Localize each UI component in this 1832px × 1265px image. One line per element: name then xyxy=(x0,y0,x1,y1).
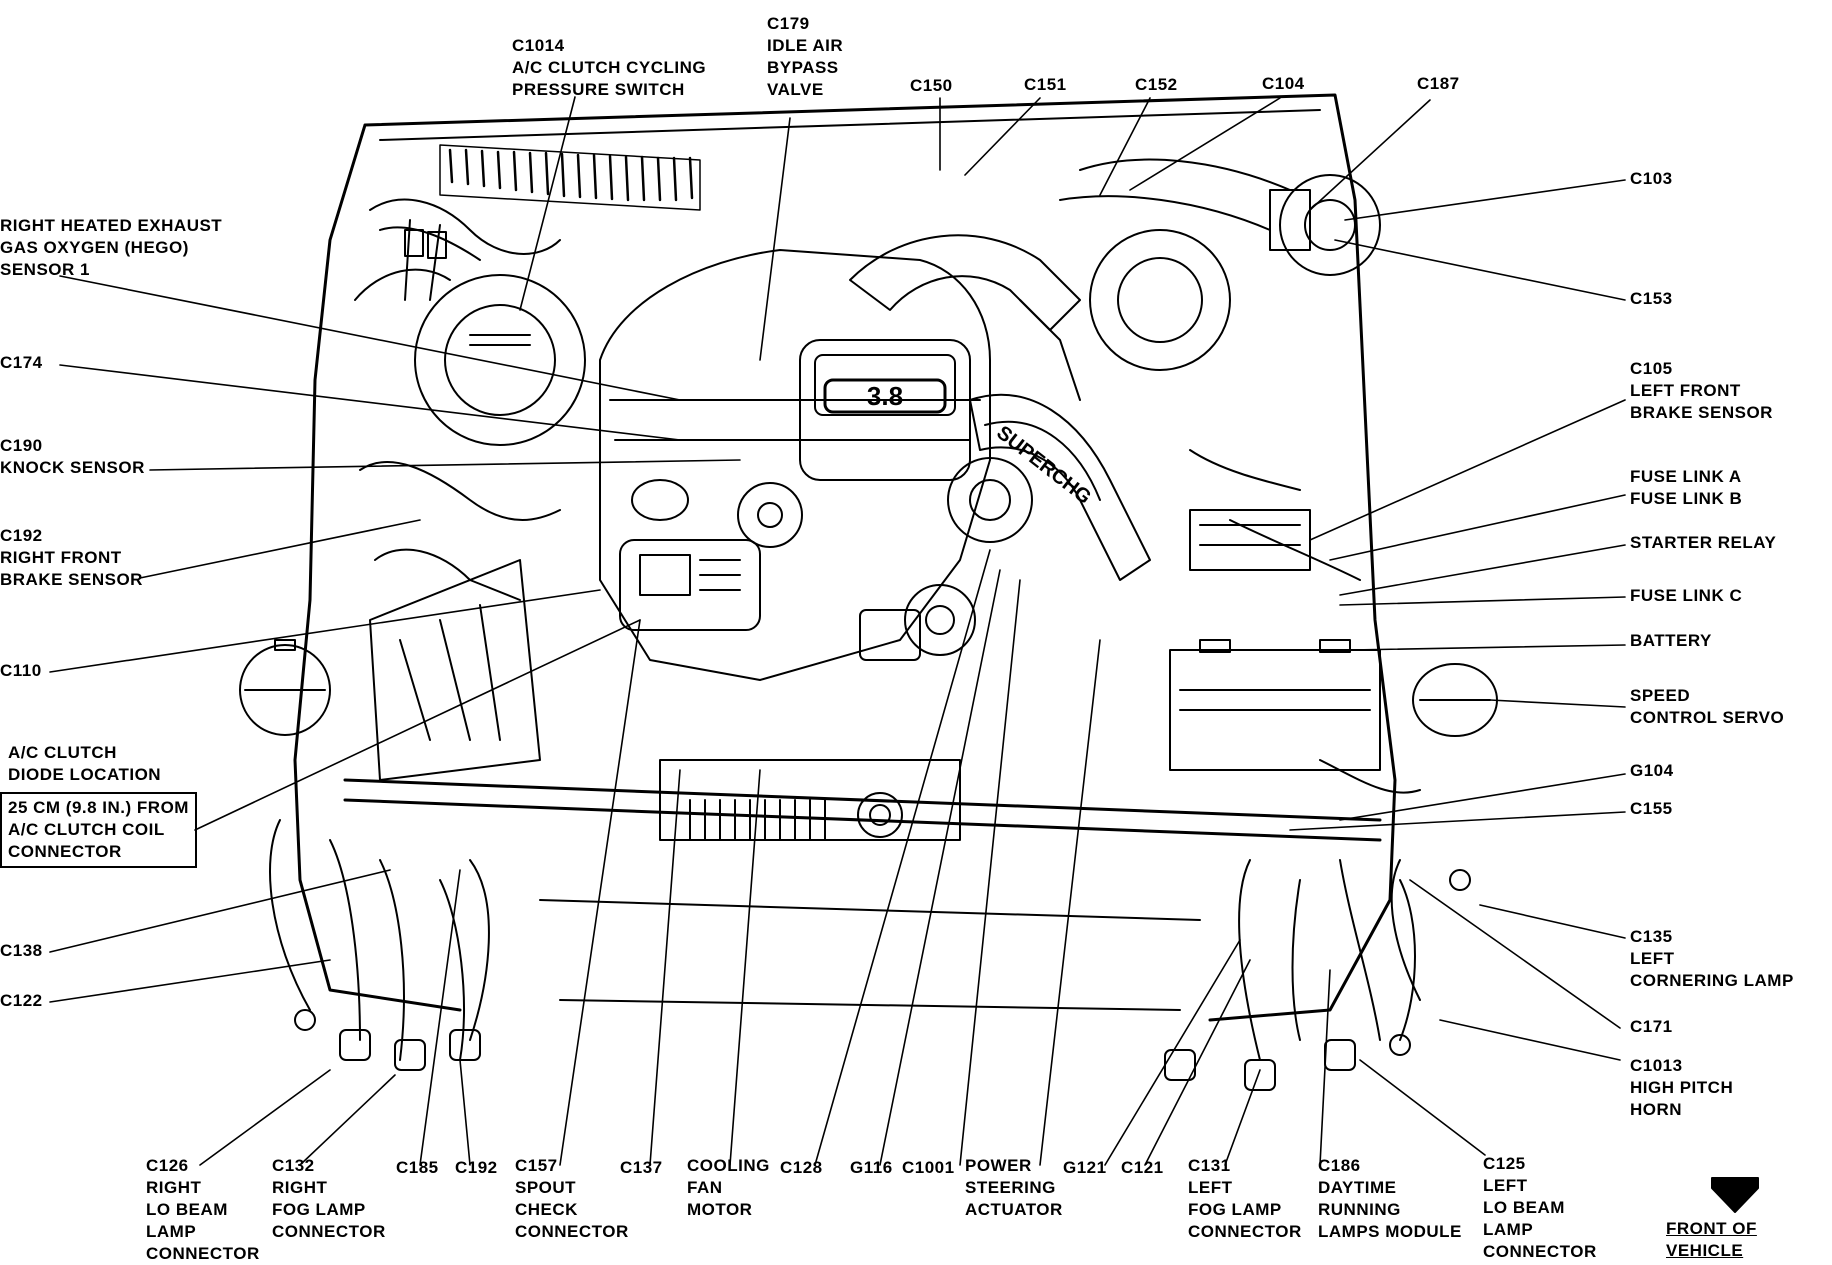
label-c155: C155 xyxy=(1630,799,1673,818)
front-arrow-icon xyxy=(1711,1177,1759,1213)
alternator xyxy=(947,457,1033,543)
label-c1014: C1014 A/C CLUTCH CYCLING PRESSURE SWITCH xyxy=(512,36,707,99)
label-c135: C135 LEFT CORNERING LAMP xyxy=(1630,927,1794,990)
label-speed-control-servo: SPEED CONTROL SERVO xyxy=(1630,686,1785,727)
label-c1013: C1013 HIGH PITCH HORN xyxy=(1630,1056,1734,1119)
air-intake-tube xyxy=(849,234,1081,401)
label-starter-relay: STARTER RELAY xyxy=(1630,533,1777,552)
label-c122: C122 xyxy=(0,991,43,1010)
battery-box xyxy=(1169,639,1381,771)
cowl-vent-grille xyxy=(439,144,701,211)
label-c179: C179 IDLE AIR BYPASS VALVE xyxy=(767,14,844,99)
ac-clutch-note-box: 25 CM (9.8 IN.) FROM A/C CLUTCH COIL CON… xyxy=(0,792,197,868)
label-c152: C152 xyxy=(1135,75,1178,94)
label-c1001: C1001 xyxy=(902,1158,955,1177)
label-power-steering-actuator: POWER STEERING ACTUATOR xyxy=(965,1156,1063,1219)
label-c185: C185 xyxy=(396,1158,439,1177)
power-steering-pump xyxy=(859,584,976,661)
intake-plenum xyxy=(799,339,971,481)
right-wiring-harness xyxy=(354,198,561,601)
speed-control-servo-unit xyxy=(1412,663,1498,737)
label-c192-right-front-brake: C192 RIGHT FRONT BRAKE SENSOR xyxy=(0,526,143,589)
label-c103: C103 xyxy=(1630,169,1673,188)
ac-compressor xyxy=(619,482,803,631)
label-c104: C104 xyxy=(1262,74,1305,93)
label-g116: G116 xyxy=(850,1158,893,1177)
label-c174: C174 xyxy=(0,353,43,372)
label-c171: C171 xyxy=(1630,1017,1673,1036)
label-cooling-fan-motor: COOLING FAN MOTOR xyxy=(687,1156,770,1219)
brake-master-cylinder xyxy=(1269,174,1381,276)
engine-bay-outline xyxy=(293,93,1397,1022)
label-c131: C131 LEFT FOG LAMP CONNECTOR xyxy=(1188,1156,1302,1241)
label-c150: C150 xyxy=(910,76,953,95)
label-c126: C126 RIGHT LO BEAM LAMP CONNECTOR xyxy=(146,1156,260,1263)
leader-lines xyxy=(49,96,1626,1166)
label-g104: G104 xyxy=(1630,761,1674,780)
label-c187: C187 xyxy=(1417,74,1460,93)
label-c137: C137 xyxy=(620,1158,663,1177)
engine-badge-text: 3.8 xyxy=(867,381,903,411)
oil-filler-cap xyxy=(631,479,689,521)
label-c128: C128 xyxy=(780,1158,823,1177)
label-ac-clutch-diode: A/C CLUTCH DIODE LOCATION xyxy=(8,743,162,784)
coolant-reservoir xyxy=(239,639,331,736)
label-front-of-vehicle: FRONT OF VEHICLE xyxy=(1666,1219,1757,1260)
engine-badge-frame xyxy=(823,378,947,414)
label-c192-bottom: C192 xyxy=(455,1158,498,1177)
label-fuse-link-ab: FUSE LINK A FUSE LINK B xyxy=(1630,467,1743,508)
supercharger-duct xyxy=(969,393,1151,581)
label-c132: C132 RIGHT FOG LAMP CONNECTOR xyxy=(272,1156,386,1241)
left-wiring-harness xyxy=(1059,158,1421,1001)
label-c186: C186 DAYTIME RUNNING LAMPS MODULE xyxy=(1318,1156,1462,1241)
label-c151: C151 xyxy=(1024,75,1067,94)
left-strut-tower xyxy=(1089,229,1231,371)
left-lamp-harness xyxy=(1164,859,1471,1091)
label-fuse-link-c: FUSE LINK C xyxy=(1630,586,1743,605)
right-strut-tower xyxy=(414,274,586,446)
label-c121: C121 xyxy=(1121,1158,1164,1177)
radiator-fan-shroud xyxy=(369,559,541,781)
label-c110: C110 xyxy=(0,661,42,680)
label-c190: C190 KNOCK SENSOR xyxy=(0,436,145,477)
label-c153: C153 xyxy=(1630,289,1673,308)
label-c125: C125 LEFT LO BEAM LAMP CONNECTOR xyxy=(1483,1154,1597,1261)
fuse-link-block xyxy=(1189,509,1311,571)
engine-block xyxy=(599,249,991,681)
label-g121: G121 xyxy=(1063,1158,1107,1177)
label-c157: C157 SPOUT CHECK CONNECTOR xyxy=(515,1156,629,1241)
label-c105: C105 LEFT FRONT BRAKE SENSOR xyxy=(1630,359,1773,422)
right-lamp-harness xyxy=(269,819,490,1071)
label-c138: C138 xyxy=(0,941,43,960)
label-hego-sensor: RIGHT HEATED EXHAUST GAS OXYGEN (HEGO) S… xyxy=(0,216,223,279)
cooling-fan-assembly xyxy=(659,759,961,841)
label-battery: BATTERY xyxy=(1630,631,1712,650)
